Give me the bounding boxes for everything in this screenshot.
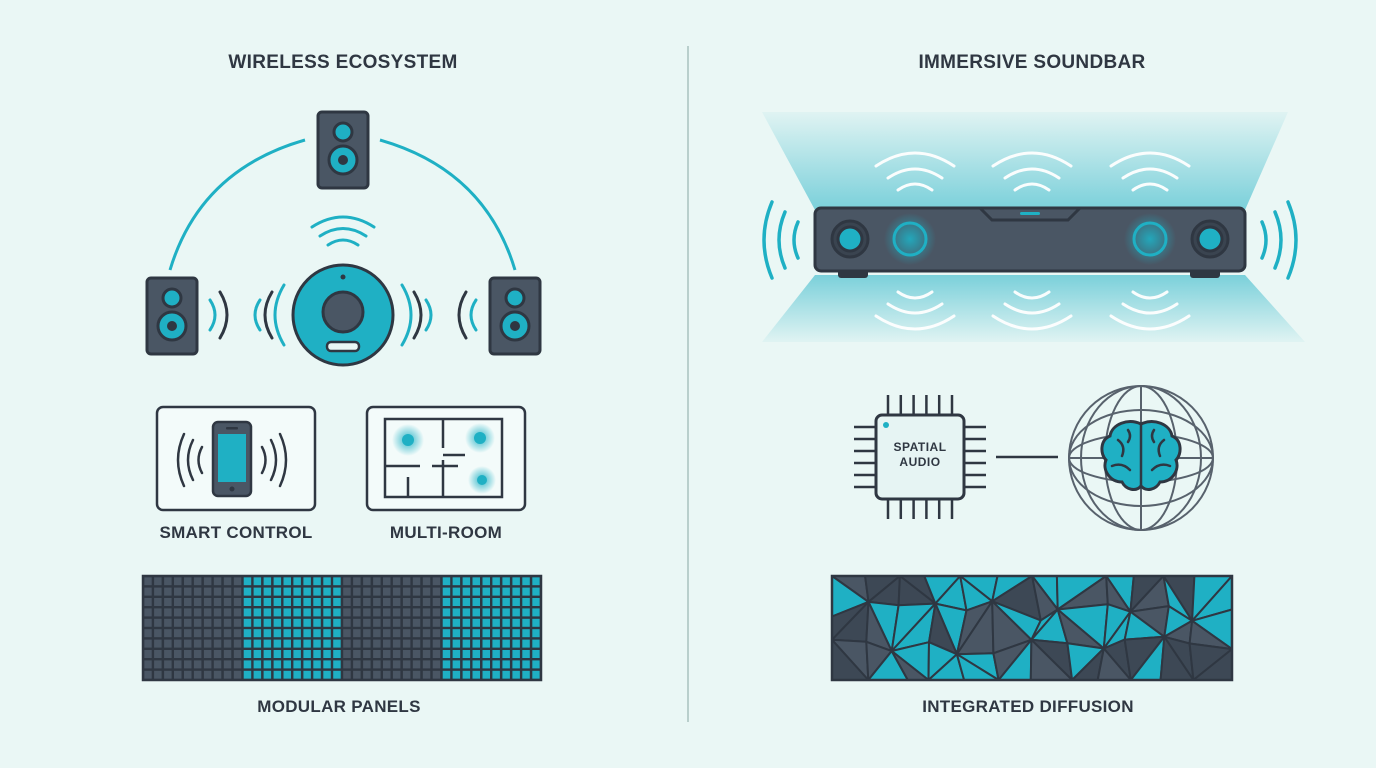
smart-control-label: SMART CONTROL: [159, 523, 313, 542]
modular-panels-icon: [141, 574, 543, 682]
integrated-diffusion-label: INTEGRATED DIFFUSION: [922, 697, 1134, 716]
wifi-signal-icon: [310, 215, 376, 247]
modular-panels-label: MODULAR PANELS: [257, 697, 421, 716]
speaker-icon: [488, 276, 542, 356]
connection-arc-left: [168, 138, 306, 271]
connection-arc-right: [379, 138, 517, 271]
hub-icon: [291, 263, 395, 367]
integrated-diffusion-icon: [830, 574, 1234, 682]
chip-label: SPATIAL AUDIO: [893, 440, 946, 470]
wireless-ecosystem-title: WIRELESS ECOSYSTEM: [228, 52, 458, 73]
chip-label-line2: AUDIO: [899, 455, 941, 469]
wireless-ecosystem-diagram: [141, 110, 543, 682]
multi-room-label: MULTI-ROOM: [389, 523, 503, 542]
speaker-icon: [316, 110, 370, 190]
immersive-soundbar-title: IMMERSIVE SOUNDBAR: [918, 52, 1146, 73]
chip-icon: [854, 395, 986, 519]
speaker-icon: [145, 276, 199, 356]
sound-waves-icon: [208, 283, 286, 347]
smart-control-card: [155, 405, 317, 512]
brain-icon: [1100, 420, 1182, 491]
floorplan-icon: [383, 417, 504, 499]
sound-waves-icon: [400, 283, 478, 347]
multi-room-card: [365, 405, 527, 512]
chip-label-line1: SPATIAL: [893, 440, 947, 454]
soundbar-icon: [813, 206, 1247, 278]
immersive-soundbar-diagram: [762, 112, 1305, 682]
smartphone-icon: [211, 420, 253, 498]
